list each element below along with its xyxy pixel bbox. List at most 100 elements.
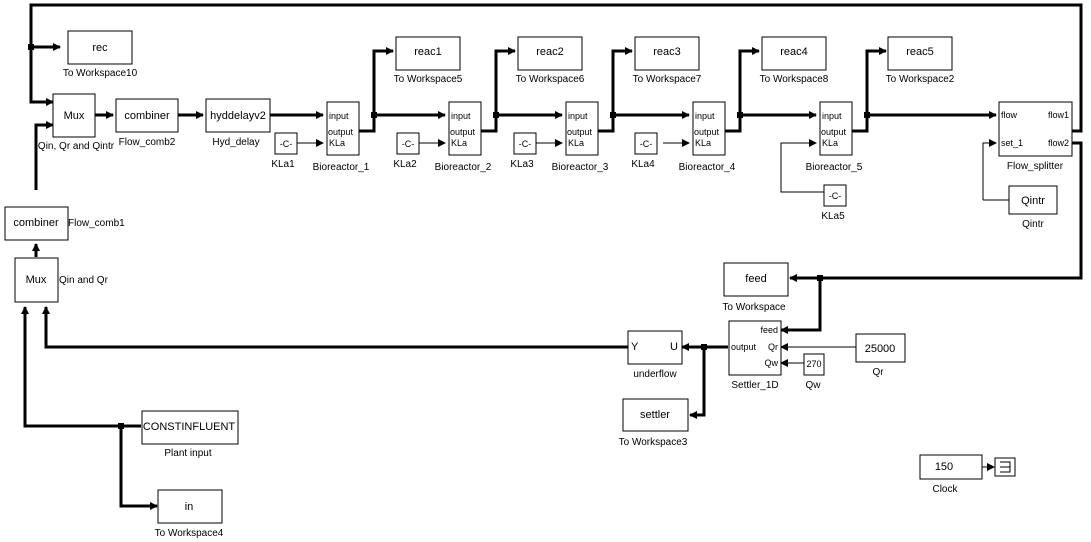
block-label: Flow_splitter — [1007, 161, 1064, 172]
port-set: set_1 — [1001, 138, 1023, 148]
block-text: Qintr — [1021, 195, 1045, 207]
block-kla5[interactable]: -C- KLa5 — [821, 184, 847, 222]
wire-bio4-reac4 — [738, 47, 760, 115]
wire-bio3-bio4 — [598, 111, 690, 133]
wire-plant-mux — [21, 306, 141, 428]
block-bioreactor-4[interactable]: input output KLa Bioreactor_4 — [679, 101, 736, 173]
block-text: -C- — [829, 191, 842, 201]
block-qintr[interactable]: Qintr Qintr — [1008, 185, 1058, 230]
port-kla: KLa — [568, 138, 584, 148]
block-hyd-delay[interactable]: hyddelayv2 Hyd_delay — [205, 98, 271, 148]
block-flow-comb2[interactable]: combiner Flow_comb2 — [115, 98, 179, 148]
block-text: combiner — [124, 110, 170, 122]
block-label: Qin and Qr — [59, 275, 109, 286]
block-mux-top[interactable]: Mux Qin, Qr and Qintr — [38, 93, 115, 152]
block-label: Qw — [806, 380, 822, 391]
wire-bio3-reac3 — [611, 47, 633, 115]
block-label: Qin, Qr and Qintr — [38, 141, 115, 152]
block-feed[interactable]: feed To Workspace — [722, 262, 789, 313]
block-label: Qr — [872, 367, 884, 378]
block-text: rec — [92, 42, 108, 54]
port-u: U — [670, 341, 678, 353]
port-flow2: flow2 — [1048, 138, 1069, 148]
block-bioreactor-1[interactable]: input output KLa Bioreactor_1 — [313, 101, 370, 173]
signal-lines — [21, 3, 1083, 510]
port-input: input — [329, 111, 349, 121]
wire-recycle-mux — [29, 47, 54, 106]
block-text: -C- — [402, 139, 415, 149]
block-rec[interactable]: rec To Workspace10 — [63, 30, 138, 79]
block-bioreactor-3[interactable]: input output KLa Bioreactor_3 — [552, 101, 609, 173]
block-kla2[interactable]: -C- KLa2 — [393, 132, 420, 170]
block-bioreactor-5[interactable]: input output KLa Bioreactor_5 — [806, 101, 863, 173]
block-reac2[interactable]: reac2 To Workspace6 — [516, 36, 585, 85]
block-text: CONSTINFLUENT — [143, 421, 236, 433]
block-reac3[interactable]: reac3 To Workspace7 — [633, 36, 702, 85]
block-label: To Workspace — [722, 302, 786, 313]
wire-feed-settler — [780, 278, 822, 334]
block-text: reac1 — [414, 46, 442, 58]
block-text: -C- — [280, 139, 293, 149]
block-text: reac4 — [780, 46, 808, 58]
port-flow: flow — [1001, 110, 1018, 120]
port-kla: KLa — [329, 138, 345, 148]
port-output: output — [328, 127, 354, 137]
wire-underflow-mux — [42, 306, 628, 349]
block-text: -C- — [640, 139, 653, 149]
block-settler-1d[interactable]: feed output Qr Qw Settler_1D — [728, 320, 782, 391]
block-text: in — [185, 501, 194, 513]
block-qw-constant[interactable]: 270 Qw — [803, 353, 825, 391]
block-text: reac2 — [536, 46, 564, 58]
block-clock[interactable]: 150 Clock — [919, 454, 983, 495]
wire-bio5-splitter — [852, 111, 997, 133]
block-flow-splitter[interactable]: flow set_1 flow1 flow2 Flow_splitter — [998, 101, 1073, 172]
block-label: Bioreactor_5 — [806, 162, 863, 173]
block-label: To Workspace4 — [155, 528, 224, 539]
block-kla3[interactable]: -C- KLa3 — [510, 132, 537, 170]
port-output: output — [450, 127, 476, 137]
block-label: Bioreactor_3 — [552, 162, 609, 173]
block-text: Mux — [64, 110, 85, 122]
wire-bio1-bio2 — [359, 111, 446, 133]
block-label: To Workspace3 — [619, 437, 688, 448]
port-kla: KLa — [451, 138, 467, 148]
block-label: Settler_1D — [731, 380, 778, 391]
block-settler-ws[interactable]: settler To Workspace3 — [619, 398, 689, 448]
block-text: feed — [745, 273, 766, 285]
block-text: 150 — [935, 461, 953, 473]
block-label: KLa2 — [393, 159, 417, 170]
block-label: Bioreactor_1 — [313, 162, 370, 173]
block-kla1[interactable]: -C- KLa1 — [271, 132, 298, 170]
port-input: input — [568, 111, 588, 121]
block-kla4[interactable]: -C- KLa4 — [631, 132, 658, 170]
port-flow1: flow1 — [1048, 110, 1069, 120]
block-in-ws[interactable]: in To Workspace4 — [155, 489, 224, 539]
block-text: Mux — [26, 274, 47, 286]
block-mux-bottom[interactable]: Mux Qin and Qr — [14, 257, 109, 303]
port-output: output — [731, 342, 757, 352]
port-output: output — [567, 127, 593, 137]
block-label: Plant input — [164, 448, 211, 459]
port-kla: KLa — [695, 138, 711, 148]
block-label: KLa1 — [271, 159, 295, 170]
block-reac5[interactable]: reac5 To Workspace2 — [886, 36, 955, 85]
block-reac1[interactable]: reac1 To Workspace5 — [394, 36, 463, 85]
block-reac4[interactable]: reac4 To Workspace8 — [760, 36, 829, 85]
block-text: 25000 — [865, 343, 896, 355]
block-label: To Workspace8 — [760, 74, 829, 85]
block-label: To Workspace7 — [633, 74, 702, 85]
block-label: Bioreactor_2 — [435, 162, 492, 173]
block-bioreactor-2[interactable]: input output KLa Bioreactor_2 — [435, 101, 492, 173]
block-label: To Workspace10 — [63, 68, 138, 79]
block-label: Bioreactor_4 — [679, 162, 736, 173]
block-plant-input[interactable]: CONSTINFLUENT Plant input — [141, 410, 239, 459]
block-text: 270 — [806, 359, 821, 369]
port-output: output — [821, 127, 847, 137]
port-kla: KLa — [822, 138, 838, 148]
block-qr-constant[interactable]: 25000 Qr — [855, 333, 906, 378]
block-flow-comb1[interactable]: combiner Flow_comb1 — [4, 206, 125, 241]
block-label: KLa3 — [510, 159, 534, 170]
terminator-icon[interactable] — [994, 457, 1016, 477]
block-underflow[interactable]: Y U underflow — [627, 330, 683, 380]
